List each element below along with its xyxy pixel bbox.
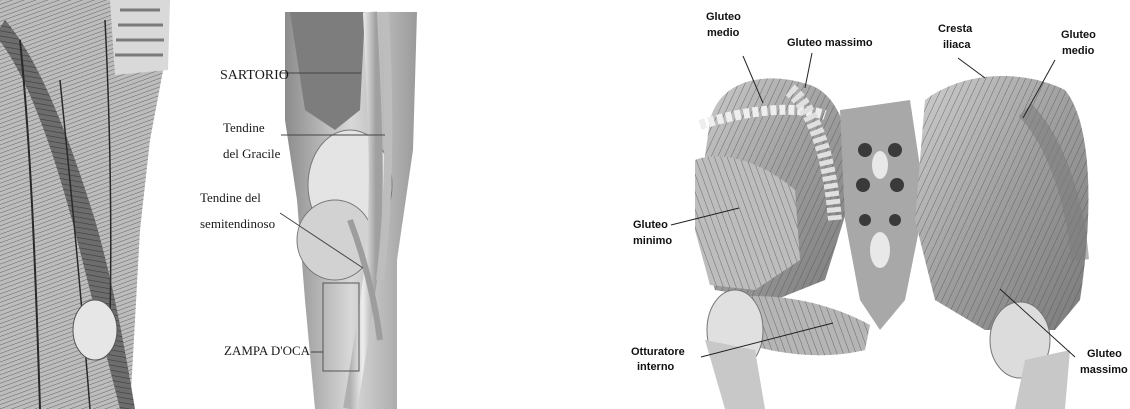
label-gluteo-massimo-top: Gluteo massimo xyxy=(787,37,873,49)
thigh-muscle-engraving xyxy=(0,0,180,409)
label-zampa-oca: ZAMPA D'OCA xyxy=(224,343,311,358)
label-tendine-semitendinoso: Tendine del semitendinoso xyxy=(200,190,275,231)
gluteal-muscles-illustration: Gluteo medio Gluteo massimo Cresta iliac… xyxy=(625,0,1130,409)
label-sartorio: SARTORIO xyxy=(220,68,289,83)
label-tendine-gracile: Tendine del Gracile xyxy=(223,120,281,161)
knee-pes-anserinus-illustration: SARTORIO Tendine del Gracile Tendine del… xyxy=(185,0,425,409)
